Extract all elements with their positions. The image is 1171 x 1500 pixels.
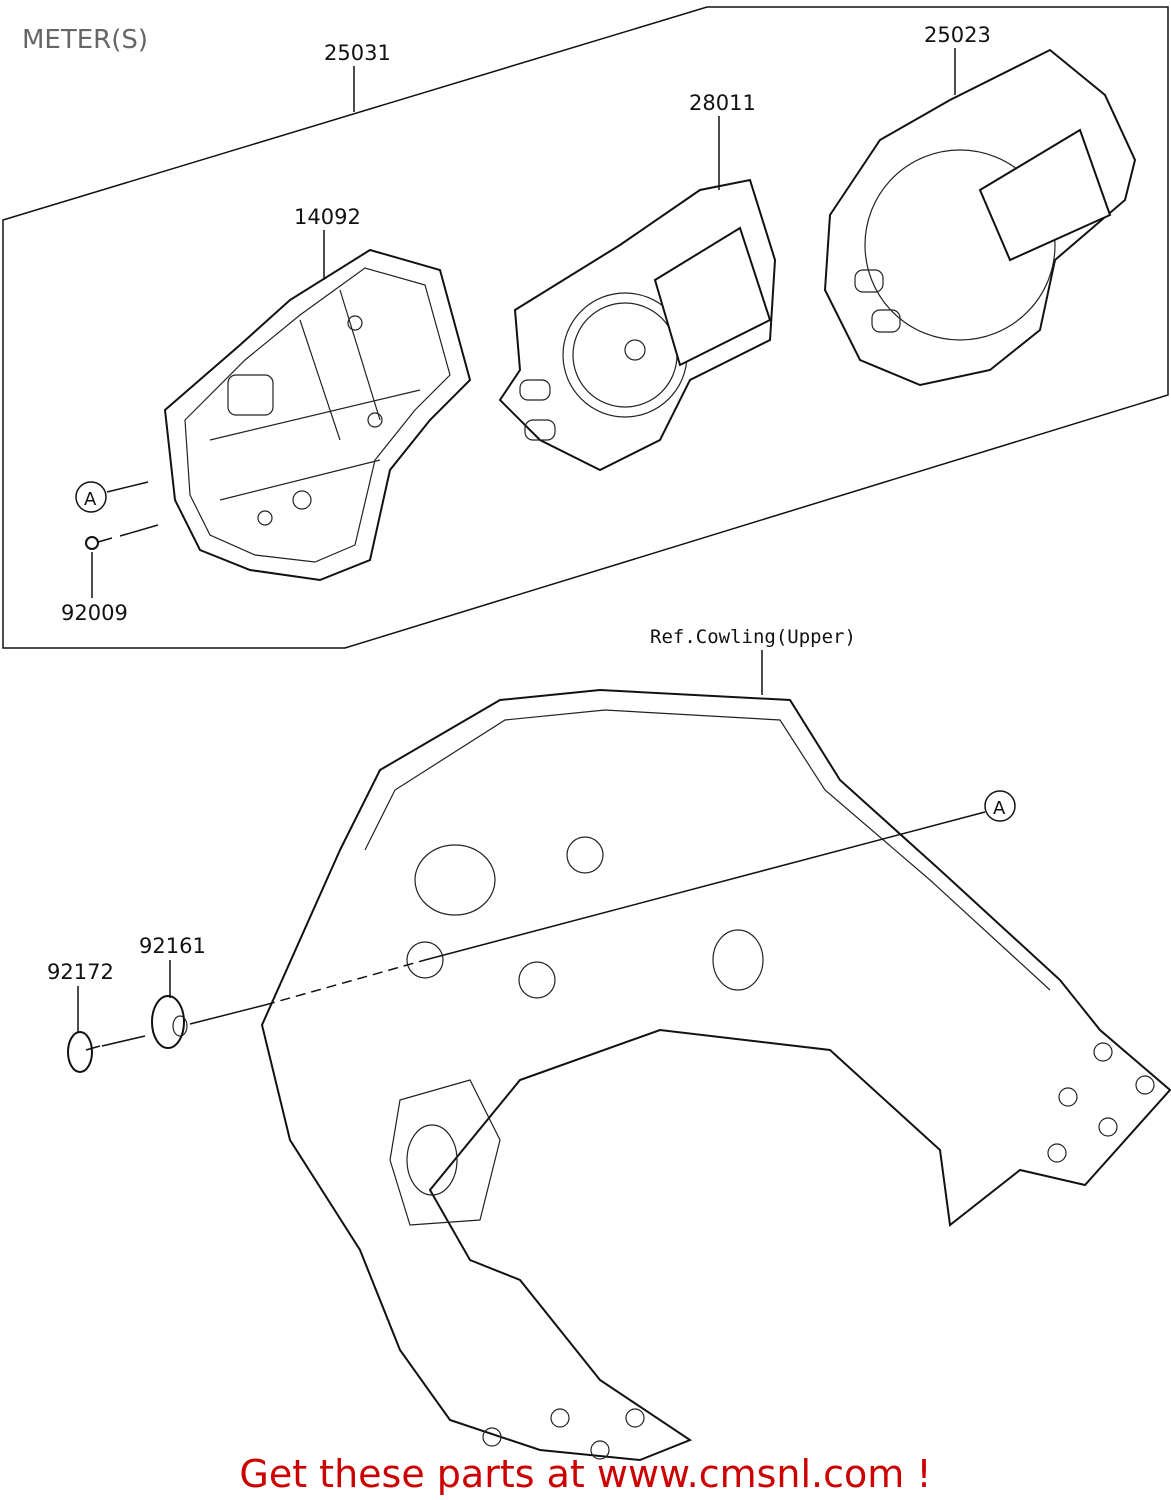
callout-28011: 28011 [689, 91, 756, 115]
callout-25031: 25031 [324, 41, 391, 65]
ref-marker-circle [75, 481, 107, 513]
ref-marker-a-1: A [84, 489, 97, 510]
screw-92172 [67, 1031, 101, 1073]
callout-92172: 92172 [47, 960, 114, 984]
ref-cowling-upper: Ref.Cowling(Upper) [650, 626, 856, 648]
cowling-upper [260, 688, 1171, 1462]
callout-92161: 92161 [139, 934, 206, 958]
diagram-title: METER(S) [22, 25, 148, 55]
promo-link[interactable]: Get these parts at www.cmsnl.com ! [239, 1452, 932, 1496]
cover-25023 [823, 48, 1137, 387]
callout-14092: 14092 [294, 205, 361, 229]
gauge-28011 [498, 178, 777, 472]
screw-92009 [85, 536, 113, 550]
grommet-92161 [151, 995, 188, 1049]
leader-lines [77, 48, 986, 1047]
ref-marker-a-2: A [993, 798, 1006, 819]
callout-92009: 92009 [61, 601, 128, 625]
callout-25023: 25023 [924, 23, 991, 47]
meter-case-14092 [163, 248, 472, 582]
ref-marker-circle [984, 790, 1016, 822]
assembly-box [2, 6, 1169, 649]
